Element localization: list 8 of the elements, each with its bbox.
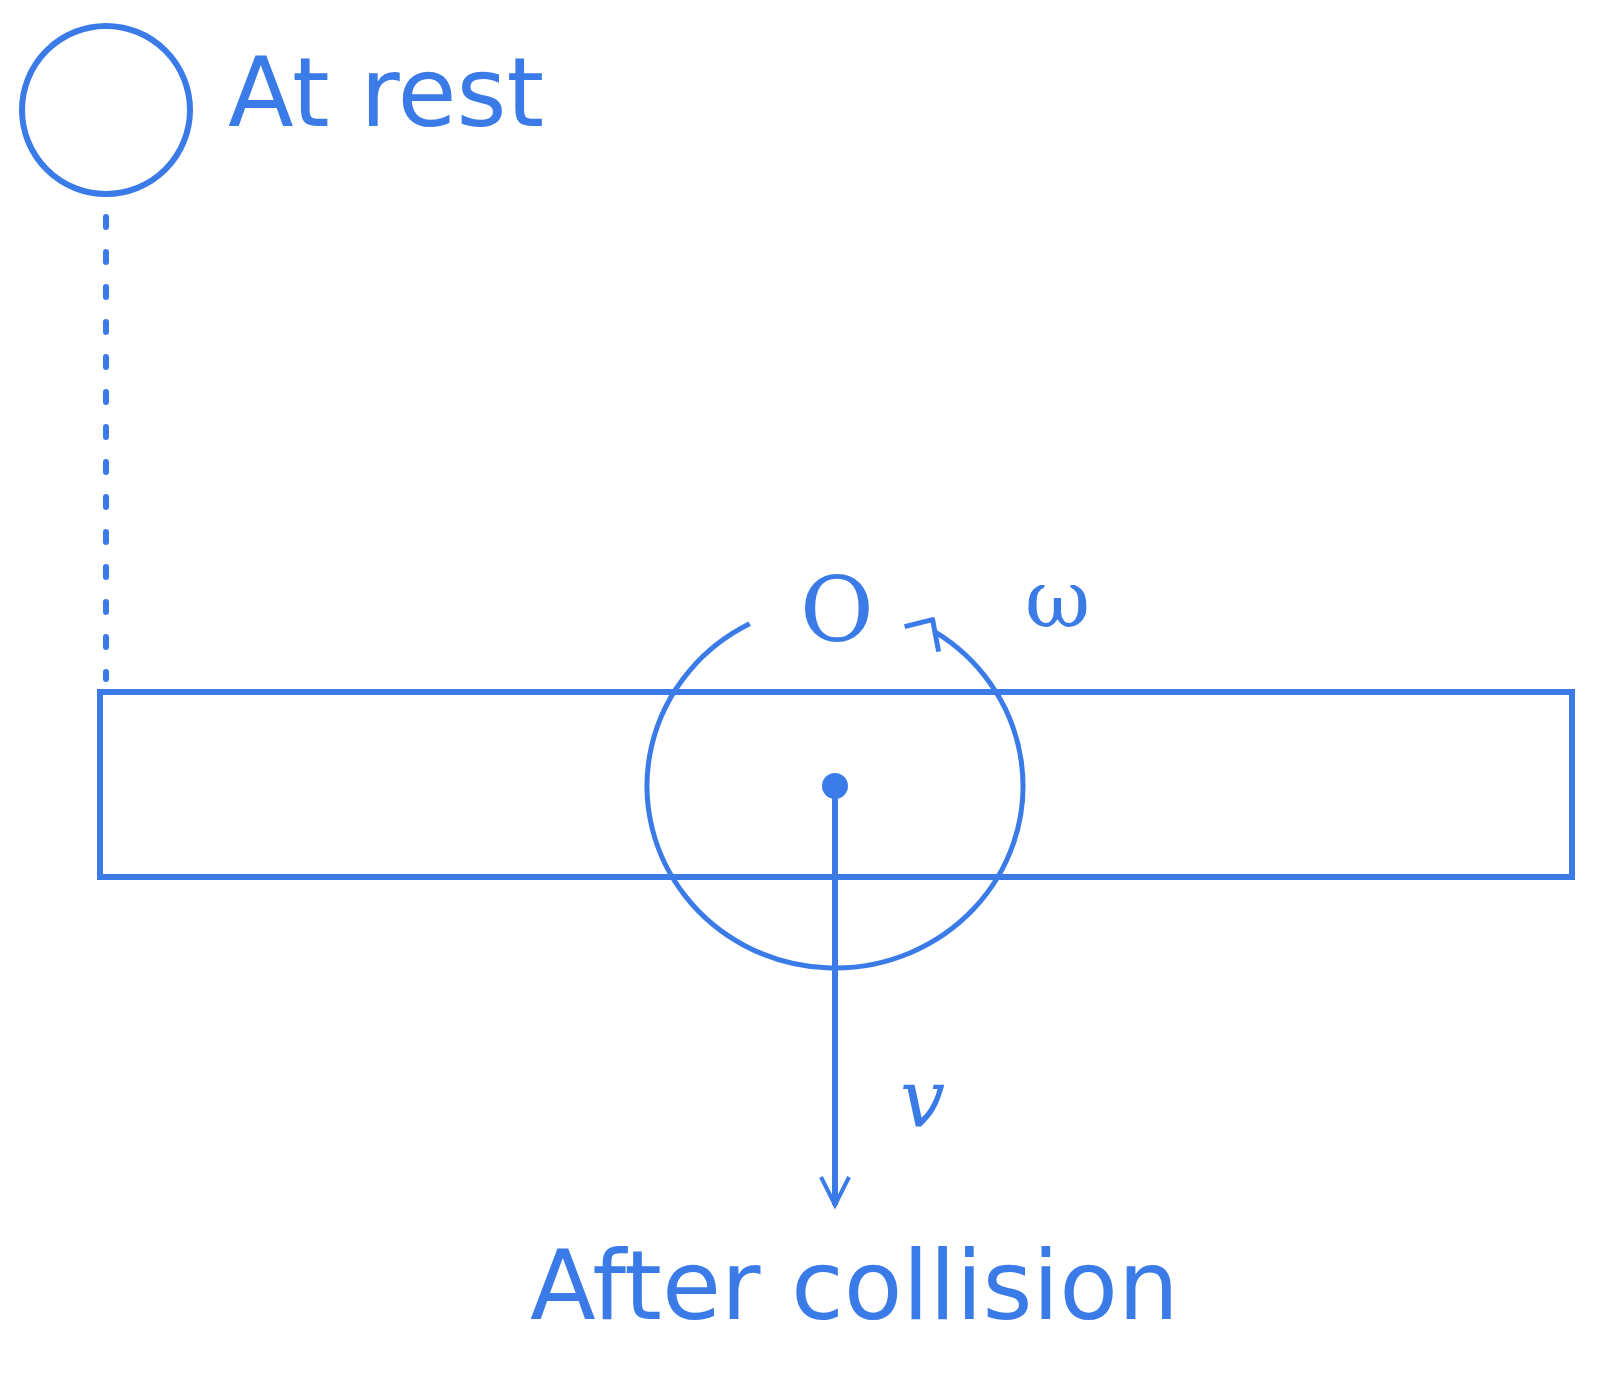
caption-text: After collision [530, 1238, 1179, 1334]
ball-circle [19, 23, 193, 197]
rod-bar [97, 689, 1575, 880]
angular-velocity-label: ω [1025, 560, 1091, 640]
node-caption: At rest [228, 45, 545, 141]
dotted-line [103, 214, 109, 682]
velocity-label: v [900, 1060, 946, 1140]
point-label: O [800, 565, 874, 655]
